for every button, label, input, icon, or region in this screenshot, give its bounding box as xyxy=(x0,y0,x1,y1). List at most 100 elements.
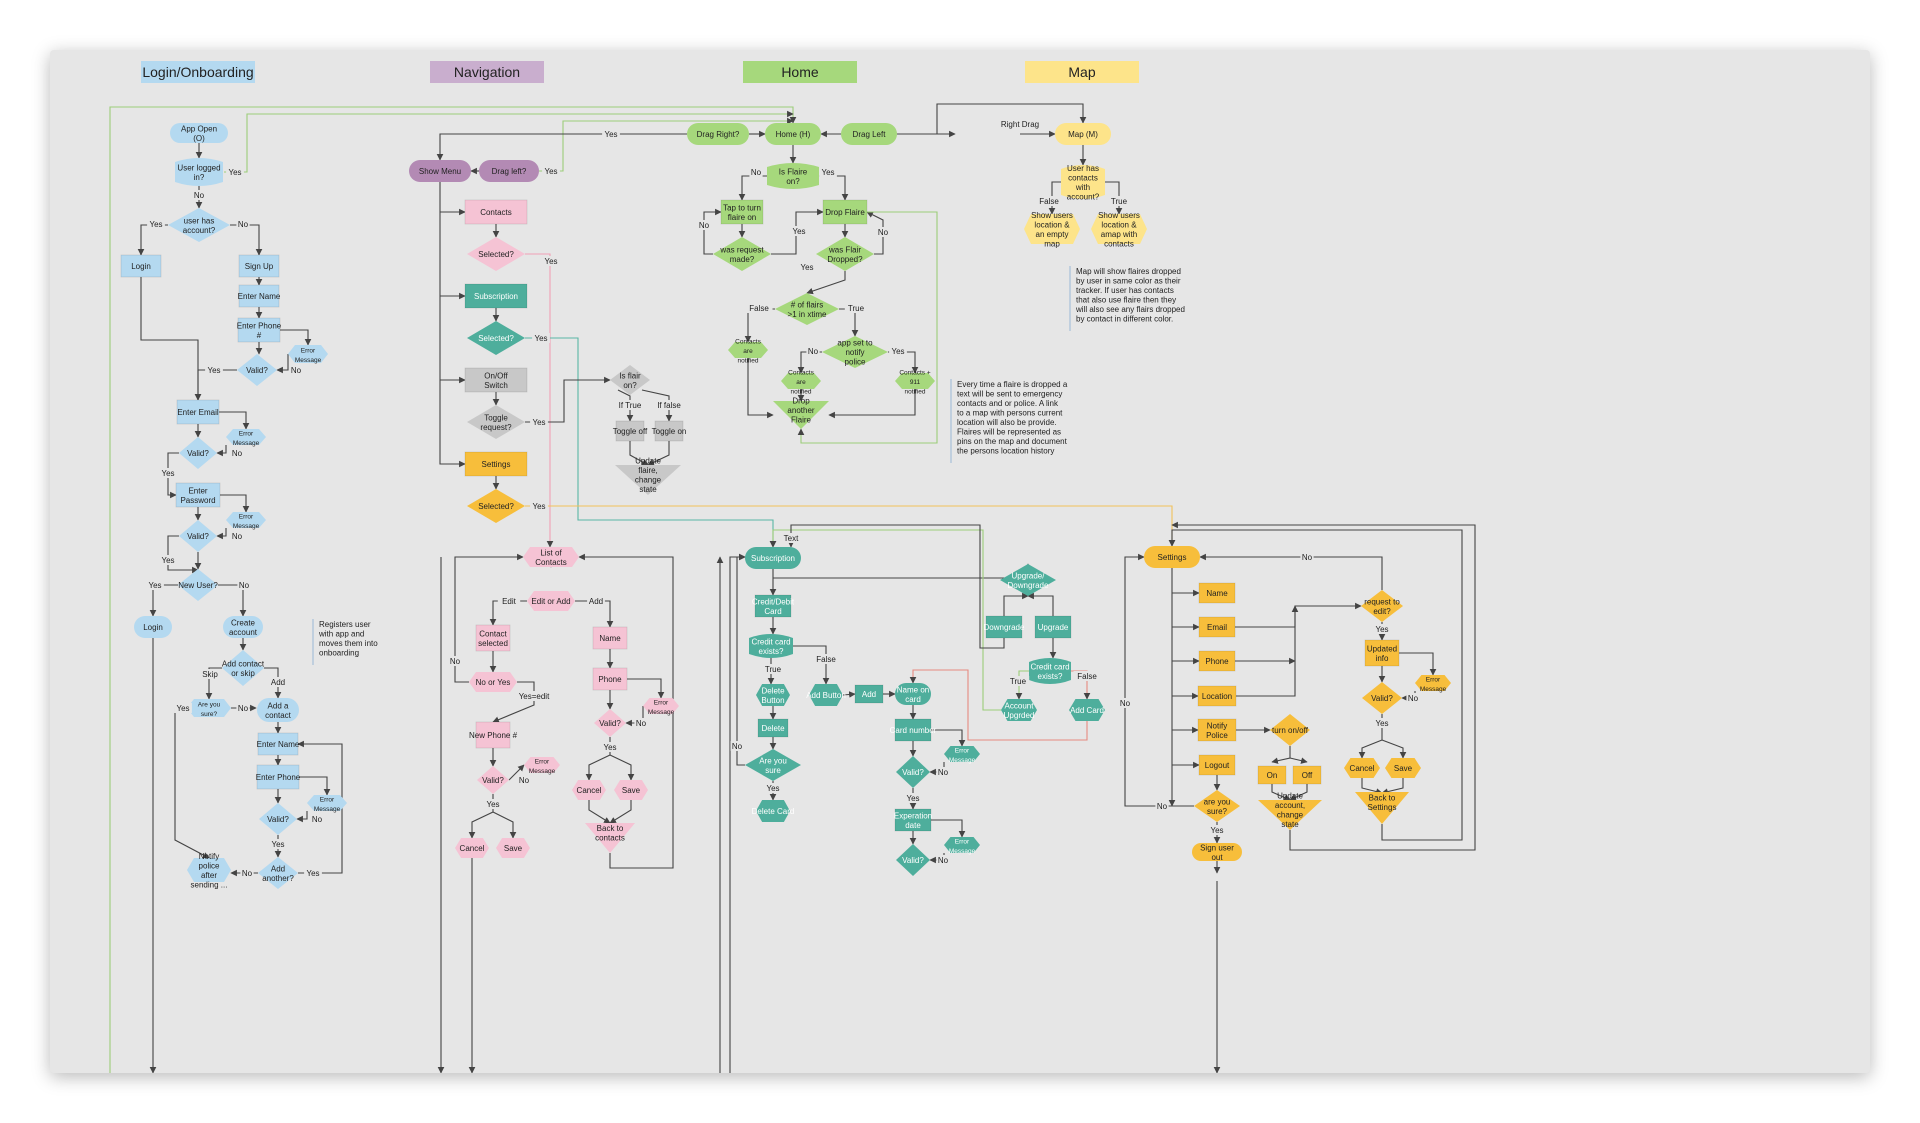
node-save-st[interactable]: Save xyxy=(1385,758,1421,778)
node-enter-name-2[interactable]: Enter Name xyxy=(257,732,300,756)
node-valid-c1[interactable]: Valid? xyxy=(594,709,626,737)
node-valid-l4[interactable]: Valid? xyxy=(259,803,297,835)
node-phone-c[interactable]: Phone xyxy=(592,667,628,691)
node-off-st[interactable]: Off xyxy=(1292,765,1322,785)
node-settings[interactable]: Settings xyxy=(1144,546,1200,568)
node-show-menu[interactable]: Show Menu xyxy=(409,160,471,182)
node-valid-c2[interactable]: Valid? xyxy=(477,766,509,794)
node-map-m[interactable]: Map (M) xyxy=(1055,123,1111,145)
node-cancel-st[interactable]: Cancel xyxy=(1344,758,1380,778)
node-card-number[interactable]: Card number xyxy=(890,718,937,742)
node-drag-left-q[interactable]: Drag left? xyxy=(479,160,539,182)
node-selected-2[interactable]: Selected? xyxy=(467,321,525,355)
node-selected-1[interactable]: Selected? xyxy=(467,237,525,271)
node-no-or-yes[interactable]: No or Yes xyxy=(469,672,517,692)
node-enter-phone-2[interactable]: Enter Phone xyxy=(256,764,301,790)
node-edit-or-add[interactable]: Edit or Add xyxy=(527,591,575,611)
node-valid-s1[interactable]: Valid? xyxy=(896,756,930,788)
node-subscription[interactable]: Subscription xyxy=(745,547,801,569)
node-add-s[interactable]: Add xyxy=(854,684,884,704)
node-contacts[interactable]: Contacts xyxy=(464,199,528,225)
node-email-st[interactable]: Email xyxy=(1198,616,1236,638)
node-drag-left[interactable]: Drag Left xyxy=(841,123,897,145)
node-logout[interactable]: Logout xyxy=(1198,754,1236,776)
node-enter-name-1[interactable]: Enter Name xyxy=(238,284,281,308)
node-cancel-c2[interactable]: Cancel xyxy=(572,780,606,800)
node-valid-l3[interactable]: Valid? xyxy=(179,520,217,552)
node-subscription-nav[interactable]: Subscription xyxy=(464,283,528,309)
node-delete-s[interactable]: Delete xyxy=(757,718,789,738)
node-cancel-c1[interactable]: Cancel xyxy=(455,838,489,858)
node-upgrade-downgrade[interactable]: Upgrade/Downgrade xyxy=(1000,564,1056,596)
node-settings-nav[interactable]: Settings xyxy=(464,451,528,477)
node-name-st[interactable]: Name xyxy=(1198,582,1236,604)
node-enter-phone-1[interactable]: Enter Phone# xyxy=(237,317,282,343)
node-save-c1[interactable]: Save xyxy=(496,838,530,858)
node-upgrade[interactable]: Upgrade xyxy=(1034,615,1072,639)
node-valid-st[interactable]: Valid? xyxy=(1362,682,1402,714)
node-drag-right-q[interactable]: Drag Right? xyxy=(687,123,749,145)
node-drop-flaire[interactable]: Drop Flaire xyxy=(822,199,868,225)
node-location-st[interactable]: Location xyxy=(1197,685,1237,707)
node-name-c[interactable]: Name xyxy=(592,626,628,650)
node-selected-3[interactable]: Selected? xyxy=(467,489,525,523)
node-save-c2[interactable]: Save xyxy=(614,780,648,800)
node-new-user[interactable]: New User? xyxy=(178,569,218,601)
node-app-open[interactable]: App Open(O) xyxy=(170,123,228,143)
node-num-flairs[interactable]: # of flairs>1 in xtime xyxy=(775,293,839,325)
node-new-phone[interactable]: New Phone # xyxy=(469,721,518,749)
node-enter-email[interactable]: Enter Email xyxy=(176,399,220,425)
node-delete-card[interactable]: Delete Card xyxy=(752,800,795,822)
node-on-st[interactable]: On xyxy=(1257,765,1287,785)
node-sign-up[interactable]: Sign Up xyxy=(238,254,280,278)
node-add-button[interactable]: Add Button xyxy=(806,684,846,706)
node-valid-l2[interactable]: Valid? xyxy=(179,437,217,469)
node-downgrade[interactable]: Downgrade xyxy=(984,615,1025,639)
node-home-h[interactable]: Home (H) xyxy=(765,123,821,145)
node-phone-st[interactable]: Phone xyxy=(1198,650,1236,672)
node-valid-s2[interactable]: Valid? xyxy=(896,844,930,876)
node-turn-on-off[interactable]: turn on/off xyxy=(1270,714,1310,746)
